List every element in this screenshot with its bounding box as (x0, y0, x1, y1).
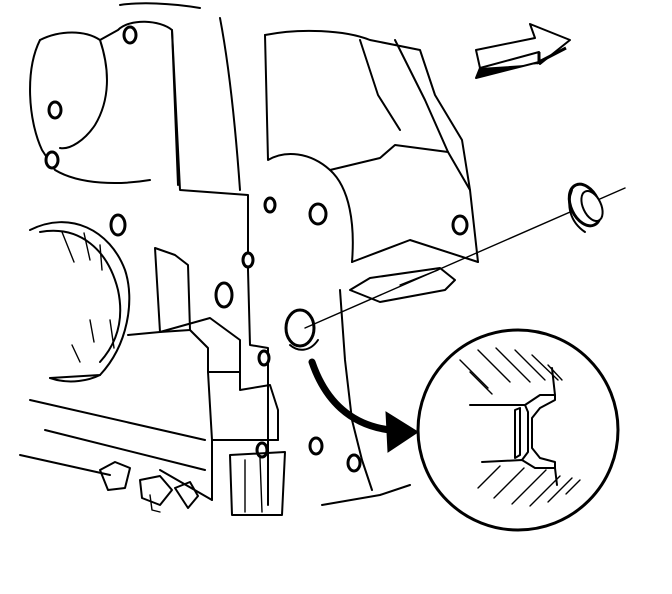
seal-detail-view (416, 328, 620, 532)
detail-callout-arrow (308, 358, 419, 453)
detail-seal-profile (469, 367, 558, 486)
bearing-ring (29, 221, 131, 383)
upper-bracket-casting (29, 2, 249, 271)
oil-seal (567, 182, 604, 233)
block-bolt-holes (109, 196, 469, 473)
bracket-bolt-holes (44, 25, 138, 170)
detail-lower-hatching (477, 465, 581, 507)
lower-stepped-block (19, 247, 286, 516)
front-direction-arrow (475, 23, 571, 79)
lower-block-clips (99, 461, 199, 513)
seal-bore (284, 308, 319, 351)
block-face (247, 29, 479, 506)
detail-upper-hatching (459, 347, 563, 395)
